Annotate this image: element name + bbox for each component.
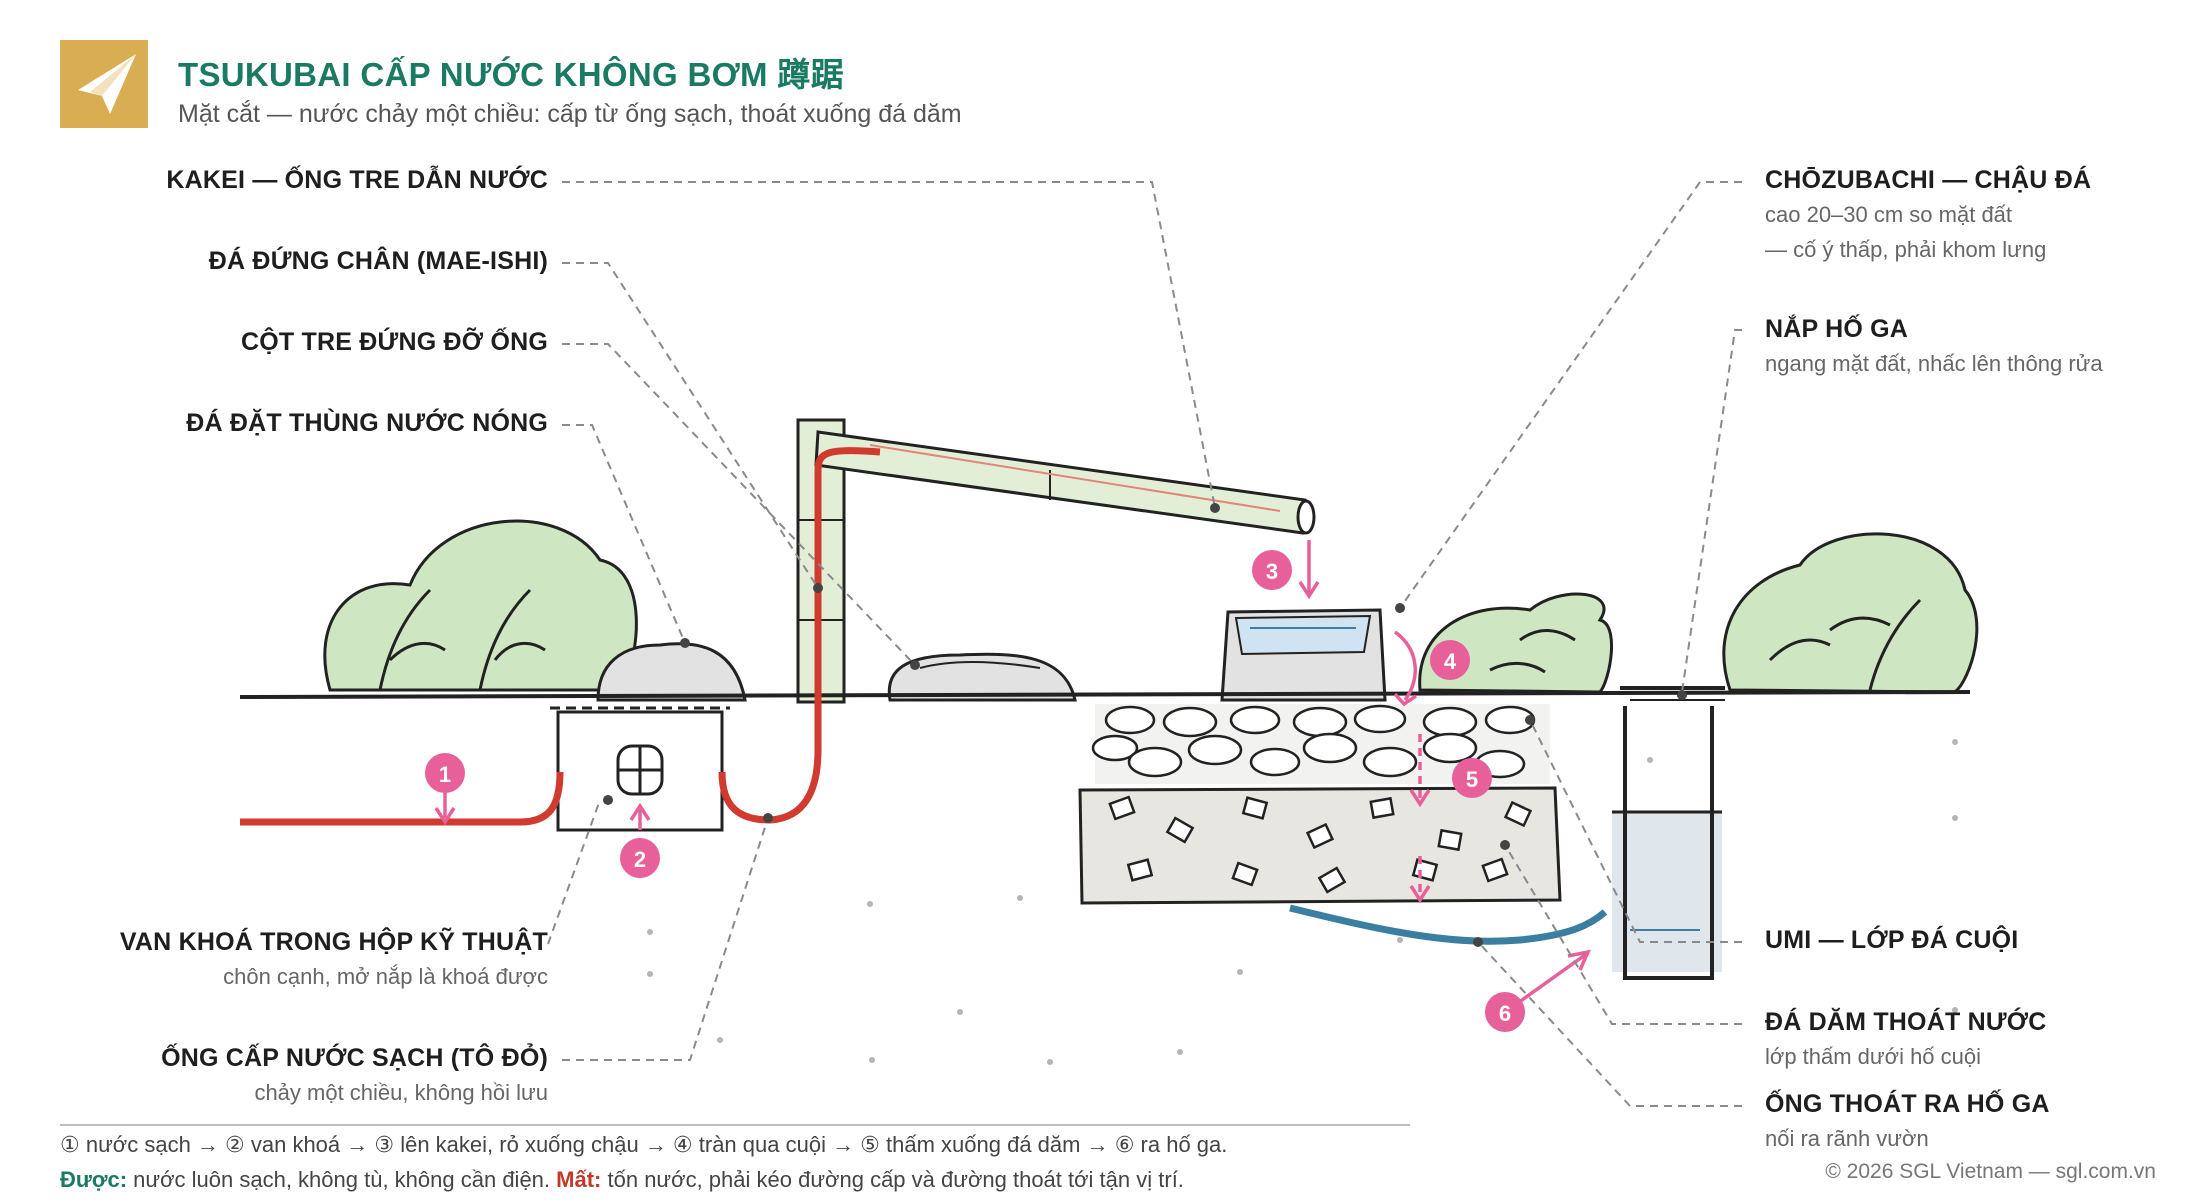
label-drain-pipe: ỐNG THOÁT RA HỐ GA [1765, 1090, 2050, 1118]
marker-1: 1 [425, 753, 465, 793]
label-chozubachi-note-1: cao 20–30 cm so mặt đất [1765, 202, 2013, 227]
label-gravel-note: lớp thấm dưới hố cuội [1765, 1044, 1982, 1069]
bush-right [1722, 532, 1979, 694]
pros-label: Được: [60, 1167, 128, 1192]
paper-plane-icon [78, 54, 136, 114]
svg-text:3: 3 [1266, 559, 1278, 584]
gravel-layer [1078, 786, 1562, 905]
manhole [1612, 686, 1725, 980]
copyright: © 2026 SGL Vietnam — sgl.com.vn [1825, 1160, 2156, 1183]
page-subtitle: Mặt cắt — nước chảy một chiều: cấp từ ốn… [178, 100, 962, 128]
label-maeishi: ĐÁ ĐỨNG CHÂN (MAE-ISHI) [208, 247, 548, 275]
ground-line [239, 690, 1971, 699]
kakei-pipe [814, 430, 1316, 535]
svg-text:2: 2 [634, 847, 646, 872]
footer-steps: ① nước sạch → ② van khoá → ③ lên kakei, … [60, 1132, 1228, 1157]
supply-pipe-riser [718, 447, 881, 824]
label-hot-water-stone: ĐÁ ĐẶT THÙNG NƯỚC NÓNG [186, 409, 548, 437]
soil-speckles [647, 739, 1958, 1065]
footer-pros-cons: Được: nước luôn sạch, không tù, không cầ… [60, 1167, 1184, 1193]
valve-box [550, 706, 730, 832]
cons-label: Mất: [556, 1167, 602, 1192]
leader-dots [603, 503, 1687, 947]
marker-4: 4 [1430, 640, 1470, 680]
marker-6: 6 [1485, 992, 1525, 1032]
label-supply-pipe-note: chảy một chiều, không hồi lưu [254, 1080, 548, 1105]
label-chozubachi: CHŌZUBACHI — CHẬU ĐÁ [1765, 166, 2092, 194]
marker-5: 5 [1452, 758, 1492, 798]
footer-divider [60, 1124, 1410, 1126]
svg-text:4: 4 [1444, 649, 1457, 674]
label-chozubachi-note-2: — cố ý thấp, phải khom lưng [1765, 237, 2047, 262]
label-kakei: KAKEI — ỐNG TRE DẪN NƯỚC [166, 166, 548, 194]
label-bamboo-post: CỘT TRE ĐỨNG ĐỠ ỐNG [241, 328, 548, 356]
label-drain-pipe-note: nối ra rãnh vườn [1765, 1126, 1929, 1151]
umi-pebbles [1091, 704, 1550, 784]
svg-text:5: 5 [1466, 767, 1478, 792]
label-supply-pipe: ỐNG CẤP NƯỚC SẠCH (TÔ ĐỎ) [161, 1044, 548, 1072]
leader-lines [547, 181, 1742, 1107]
supply-pipe [240, 771, 564, 826]
marker-2: 2 [620, 838, 660, 878]
label-valve-note: chôn cạnh, mở nắp là khoá được [223, 964, 548, 989]
svg-text:6: 6 [1499, 1001, 1511, 1026]
bush-left [323, 519, 638, 692]
flow-arrows [434, 540, 1591, 1007]
svg-text:1: 1 [439, 762, 451, 787]
maeishi-stone [596, 642, 747, 702]
label-valve: VAN KHOÁ TRONG HỘP KỸ THUẬT [119, 928, 548, 956]
label-manhole-cover: NẮP HỐ GA [1765, 315, 1909, 343]
page-title: TSUKUBAI CẤP NƯỚC KHÔNG BƠM 蹲踞 [178, 56, 844, 93]
cons-text: tốn nước, phải kéo đường cấp và đường th… [607, 1167, 1184, 1192]
label-umi: UMI — LỚP ĐÁ CUỘI [1765, 926, 2019, 954]
step-markers: 1 2 3 4 5 6 [425, 550, 1525, 1032]
drain-pipe [1289, 904, 1608, 945]
chozubachi-basin [1220, 608, 1387, 702]
label-gravel: ĐÁ DĂM THOÁT NƯỚC [1765, 1008, 2047, 1036]
label-manhole-cover-note: ngang mặt đất, nhấc lên thông rửa [1765, 351, 2103, 376]
pros-text: nước luôn sạch, không tù, không cần điện… [133, 1167, 551, 1192]
brand-logo [60, 40, 148, 128]
marker-3: 3 [1252, 550, 1292, 590]
